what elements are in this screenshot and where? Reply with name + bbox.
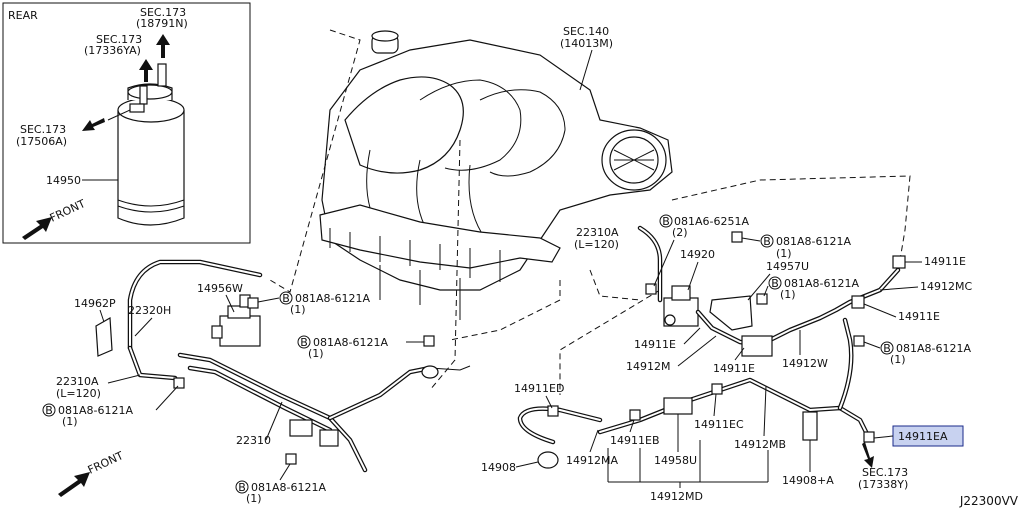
tube-22310 (177, 352, 471, 473)
bolt-group (173, 231, 865, 465)
label-sec140-code: (14013M) (560, 37, 613, 50)
connector-14908a (802, 411, 818, 441)
label-14912ma: 14912MA (566, 454, 618, 467)
front-arrow-icon (58, 472, 90, 497)
label-081a8-6121a-b: 081A8-6121A (784, 277, 859, 290)
diagram-code: J22300VV (959, 494, 1019, 508)
label-081a8-6121a-e-qty: (1) (890, 353, 906, 366)
label-sec173-17336ya: SEC.173 (96, 33, 142, 46)
label-22320h: 22320H (128, 304, 171, 317)
label-081a8-6121a-c: 081A8-6121A (295, 292, 370, 305)
label-14956w: 14956W (197, 282, 243, 295)
connector (741, 335, 773, 357)
label-sec173-17338y: SEC.173 (862, 466, 908, 479)
label-14920: 14920 (680, 248, 715, 261)
label-sec173-17506a: SEC.173 (20, 123, 66, 136)
label-14912w: 14912W (782, 357, 828, 370)
valve-14920 (663, 285, 699, 327)
label-14911ec: 14911EC (694, 418, 744, 431)
label-14912m: 14912M (626, 360, 670, 373)
label-14962p: 14962P (74, 297, 116, 310)
clip (851, 295, 865, 309)
arrow-up-icon (139, 59, 153, 82)
inset-front-label: FRONT (48, 197, 88, 225)
label-sec173-17336ya-code: (17336YA) (84, 44, 141, 57)
label-22310a-top-length: (L=120) (574, 238, 619, 251)
label-22310: 22310 (236, 434, 271, 447)
intake-manifold (319, 30, 673, 320)
label-081a8-6121a-b-qty: (1) (780, 288, 796, 301)
label-sec140: SEC.140 (563, 25, 609, 38)
bolt-marker-icon: B (883, 342, 891, 355)
label-081a8-6121a-f: 081A8-6121A (58, 404, 133, 417)
label-081a8-6121a-c-qty: (1) (290, 303, 306, 316)
bolt-marker-icon: B (238, 481, 246, 494)
label-22310a-top: 22310A (576, 226, 619, 239)
label-sec173-17506a-code: (17506A) (16, 135, 67, 148)
label-14958u: 14958U (654, 454, 697, 467)
bracket-14957u (709, 295, 753, 331)
bolt-marker-icon: B (771, 277, 779, 290)
label-sec173-18791n-code: (18791N) (136, 17, 188, 30)
label-14908a: 14908+A (782, 474, 834, 487)
label-081a8-6121a-e: 081A8-6121A (896, 342, 971, 355)
bolt-marker-icon: B (662, 215, 670, 228)
label-14911e-a: 14911E (924, 255, 966, 268)
label-sec173-18791n: SEC.173 (140, 6, 186, 19)
label-22310a-left: 22310A (56, 375, 99, 388)
label-14957u: 14957U (766, 260, 809, 273)
label-081a8-6121a-a: 081A8-6121A (776, 235, 851, 248)
arrow-up-icon (156, 34, 170, 58)
arrow-down-icon (862, 442, 874, 468)
bolt-marker-icon: B (763, 235, 771, 248)
label-081a8-6121a-g: 081A8-6121A (251, 481, 326, 494)
damper-14958u (663, 397, 693, 415)
front-arrow-icon (22, 217, 52, 240)
solenoid-14956w (211, 294, 261, 347)
label-14911eb: 14911EB (610, 434, 660, 447)
label-081a8-6121a-g-qty: (1) (246, 492, 262, 505)
label-081a6-6251a: 081A6-6251A (674, 215, 749, 228)
label-14911e-b: 14911E (898, 310, 940, 323)
label-14908: 14908 (481, 461, 516, 474)
bracket-14962p (95, 317, 113, 357)
label-sec173-17338y-code: (17338Y) (858, 478, 908, 491)
label-22310a-left-length: (L=120) (56, 387, 101, 400)
label-081a8-6121a-d-qty: (1) (308, 347, 324, 360)
bolt-marker-icon: B (45, 404, 53, 417)
label-14911ea: 14911EA (898, 430, 948, 443)
inset-title: REAR (8, 9, 38, 22)
label-14911ed: 14911ED (514, 382, 564, 395)
label-14912mb: 14912MB (734, 438, 786, 451)
label-14912mc: 14912MC (920, 280, 972, 293)
clip-14908 (537, 451, 559, 469)
label-14911e-d: 14911E (713, 362, 755, 375)
inset-frame (2, 2, 251, 244)
label-14911e-c: 14911E (634, 338, 676, 351)
label-081a8-6121a-d: 081A8-6121A (313, 336, 388, 349)
clip (892, 255, 906, 269)
label-081a8-6121a-f-qty: (1) (62, 415, 78, 428)
label-081a8-6121a-a-qty: (1) (776, 247, 792, 260)
bolt-marker-icon: B (300, 336, 308, 349)
arrow-left-icon (82, 118, 105, 131)
label-14912md: 14912MD (650, 490, 703, 503)
label-081a6-6251a-qty: (2) (672, 226, 688, 239)
main-front-label: FRONT (86, 449, 126, 477)
bolt-marker-icon: B (282, 292, 290, 305)
label-14950: 14950 (46, 174, 81, 187)
clamp (421, 365, 439, 379)
canister-14950 (107, 63, 185, 226)
